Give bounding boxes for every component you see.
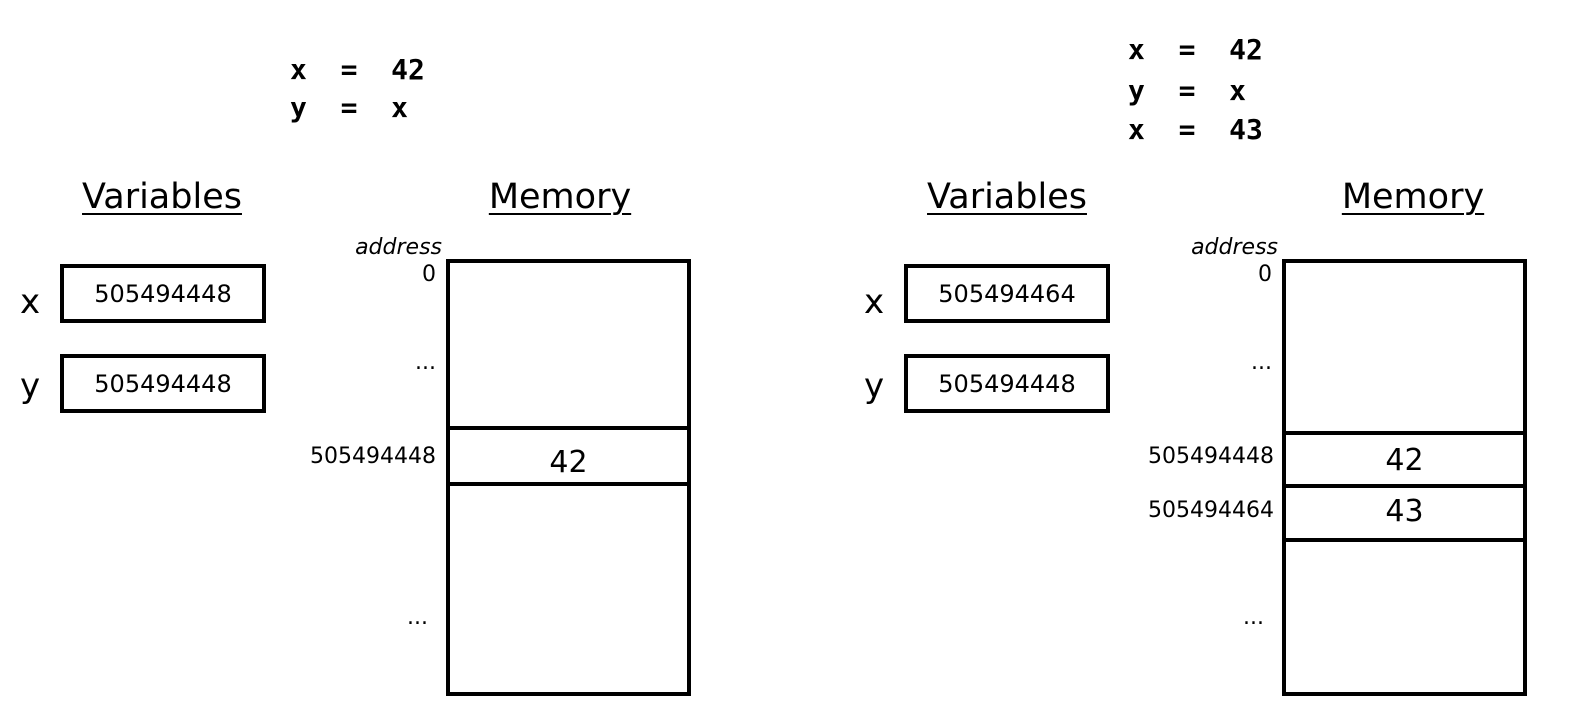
memory-divider (446, 426, 691, 430)
code-line: x = 42 (1128, 33, 1263, 66)
variables-heading: Variables (927, 177, 1087, 217)
variable-box-y: 505494448 (60, 354, 266, 413)
code-line: y = x (1128, 74, 1247, 107)
ellipsis: ... (1243, 605, 1264, 630)
variable-name-y: y (20, 366, 41, 406)
variable-name-y: y (864, 366, 885, 406)
address-heading: address (1191, 235, 1278, 260)
memory-divider (1282, 431, 1527, 435)
ellipsis: ... (407, 605, 428, 630)
ellipsis: ... (415, 350, 436, 375)
variable-box-x: 505494464 (904, 264, 1110, 323)
memory-heading: Memory (1341, 177, 1485, 217)
memory-divider (1282, 538, 1527, 542)
memory-divider (446, 482, 691, 486)
memory-cell-value: 42 (549, 445, 588, 480)
address-heading: address (355, 235, 442, 260)
memory-block (446, 259, 691, 696)
address-label: 505494448 (1148, 444, 1274, 469)
variable-name-x: x (864, 282, 885, 322)
memory-block (1282, 259, 1527, 696)
variable-box-y: 505494448 (904, 354, 1110, 413)
memory-heading: Memory (488, 177, 632, 217)
code-line: y = x (290, 91, 409, 124)
code-line: x = 42 (290, 53, 425, 86)
code-line: x = 43 (1128, 113, 1263, 146)
memory-cell-value: 42 (1385, 443, 1424, 478)
address-label: 0 (422, 262, 436, 287)
memory-cell-value: 43 (1385, 494, 1424, 529)
address-label: 505494448 (310, 444, 436, 469)
memory-divider (1282, 484, 1527, 488)
address-label: 0 (1258, 262, 1272, 287)
variable-box-x: 505494448 (60, 264, 266, 323)
ellipsis: ... (1251, 350, 1272, 375)
variable-name-x: x (20, 282, 41, 322)
variables-heading: Variables (82, 177, 242, 217)
address-label: 505494464 (1148, 498, 1274, 523)
